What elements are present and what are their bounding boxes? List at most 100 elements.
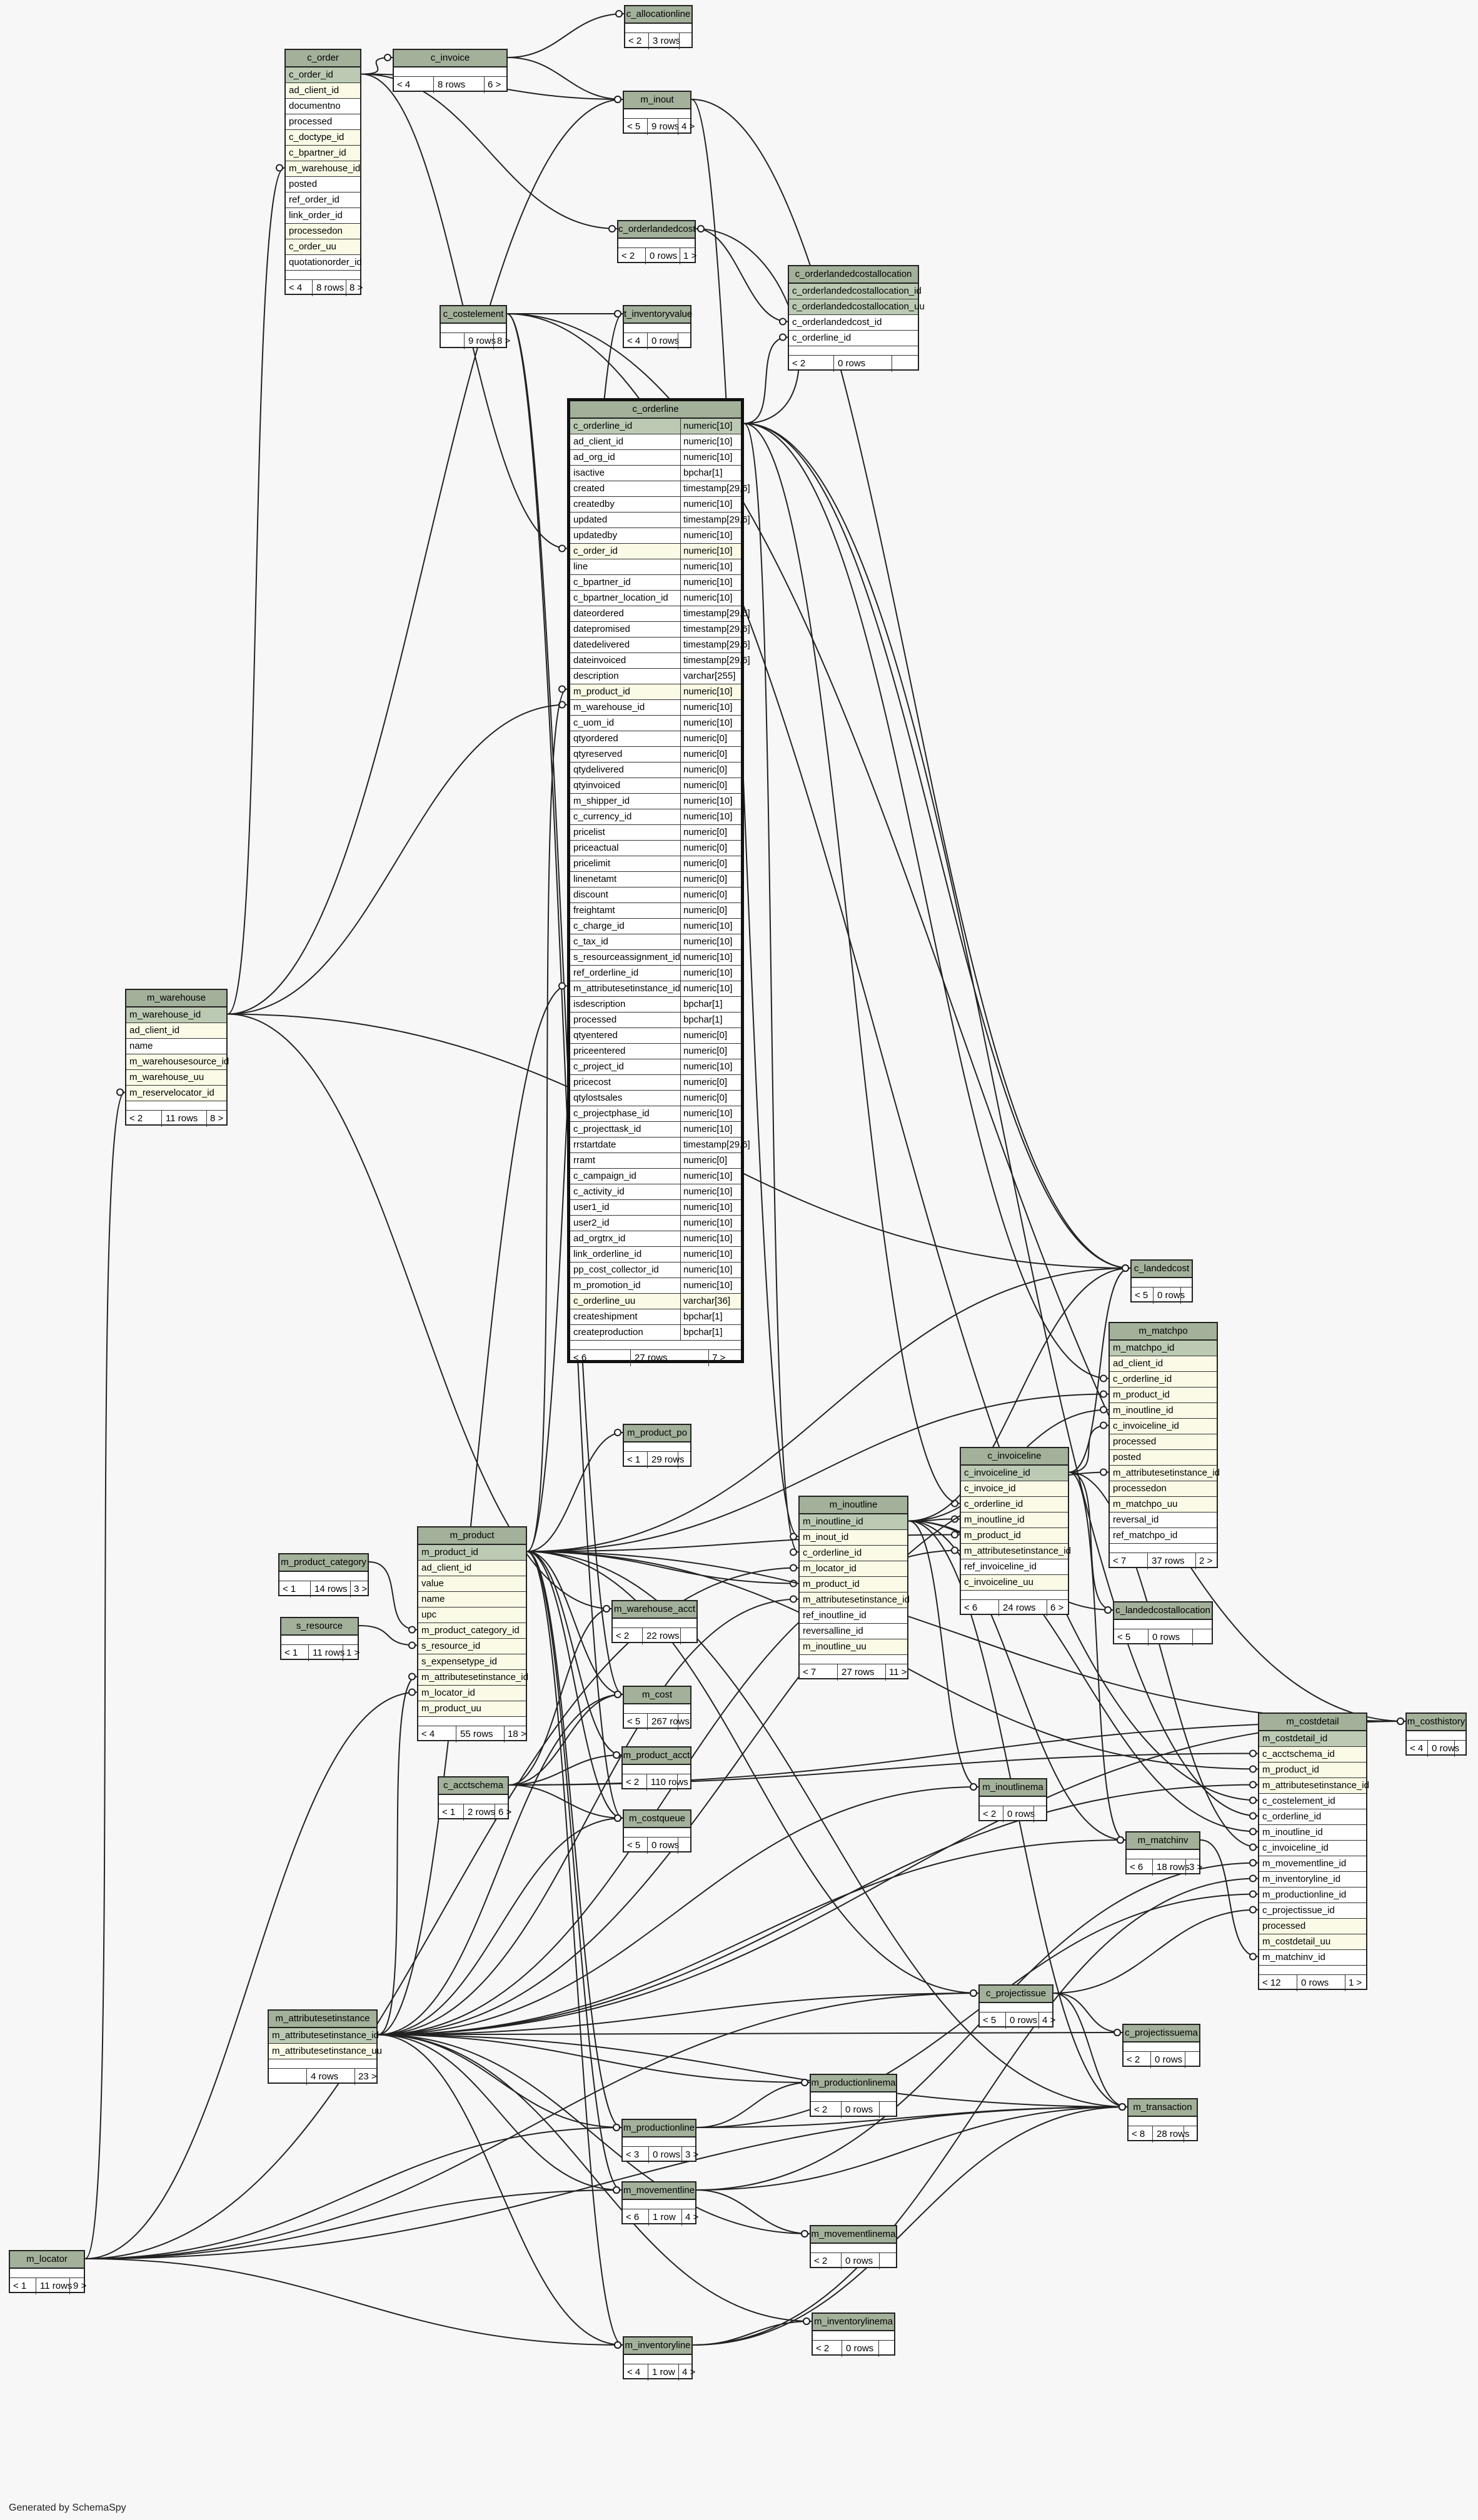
table-column[interactable]: m_attributesetinstance_id [418, 1670, 528, 1686]
table-column[interactable]: m_locator_id [418, 1686, 526, 1701]
table-header[interactable]: m_productionline [623, 2120, 695, 2138]
table-column[interactable]: c_orderline_id [789, 331, 918, 346]
table-header[interactable]: m_inventoryline [624, 2338, 691, 2355]
parents-count[interactable]: < 5 [627, 1716, 641, 1727]
table-header[interactable]: m_transaction [1129, 2099, 1197, 2117]
children-count[interactable] [1454, 1741, 1458, 1757]
parents-count[interactable]: < 2 [626, 1777, 640, 1788]
table-column[interactable]: name [418, 1592, 526, 1608]
table-column[interactable]: s_expensetype_id [418, 1654, 526, 1670]
parents-count[interactable]: < 2 [792, 358, 806, 369]
table-column[interactable]: m_inoutline_id [961, 1512, 1068, 1528]
children-count[interactable]: 2 > [1195, 1553, 1212, 1569]
table-header[interactable]: m_matchinv [1127, 1832, 1199, 1850]
parents-count[interactable]: < 6 [626, 2212, 640, 2222]
table-header[interactable]: m_inventorylinema [813, 2314, 894, 2331]
table-column[interactable]: m_product_id [800, 1577, 907, 1592]
parents-count[interactable]: < 2 [628, 36, 642, 46]
table-header[interactable]: m_movementline [623, 2182, 695, 2200]
table-column[interactable]: ref_matchpo_id [1110, 1528, 1217, 1544]
table-column[interactable]: value [418, 1576, 526, 1592]
table-column[interactable]: ref_inoutline_id [800, 1608, 907, 1624]
table-column[interactable]: ref_invoiceline_id [961, 1559, 1068, 1575]
table-column[interactable]: m_product_category_id [418, 1623, 526, 1639]
children-count[interactable] [678, 1838, 681, 1854]
parents-count[interactable]: < 4 [421, 1729, 435, 1739]
parents-count[interactable]: < 4 [397, 79, 411, 90]
children-count[interactable]: 4 > [678, 2364, 695, 2381]
parents-count[interactable]: < 1 [627, 1454, 641, 1465]
table-column[interactable]: upc [418, 1608, 526, 1623]
table-column[interactable]: m_inoutline_id [1259, 1825, 1366, 1841]
table-column[interactable]: processedon [286, 224, 360, 239]
parents-count[interactable]: < 12 [1262, 1978, 1281, 1988]
table-column[interactable]: ad_client_id [126, 1023, 226, 1039]
table-header[interactable]: m_costdetail [1259, 1714, 1366, 1731]
table-column[interactable]: m_product_id [961, 1528, 1068, 1544]
table-column[interactable]: m_inout_id [800, 1530, 907, 1546]
parents-count[interactable]: < 6 [1130, 1862, 1144, 1872]
table-header[interactable]: m_productionlinema [811, 2075, 896, 2092]
table-header[interactable]: c_order [286, 50, 360, 68]
parents-count[interactable]: < 1 [283, 1584, 296, 1594]
parents-count[interactable]: < 2 [621, 251, 635, 261]
children-count[interactable]: 23 > [354, 2069, 377, 2085]
table-column[interactable]: link_order_id [286, 208, 360, 224]
parents-count[interactable]: < 5 [627, 121, 641, 132]
children-count[interactable] [879, 2253, 883, 2269]
table-header[interactable]: c_landedcostallocation [1114, 1602, 1212, 1620]
parents-count[interactable]: < 2 [814, 2104, 828, 2115]
children-count[interactable]: 1 > [343, 1645, 359, 1661]
children-count[interactable] [1033, 1806, 1037, 1822]
table-header[interactable]: c_invoice [394, 50, 506, 68]
children-count[interactable] [680, 1628, 684, 1644]
parents-count[interactable]: < 2 [814, 2256, 828, 2266]
table-column[interactable]: c_costelement_id [1259, 1794, 1366, 1809]
table-header[interactable]: m_inoutlinema [980, 1779, 1046, 1797]
children-count[interactable]: 1 > [1345, 1975, 1362, 1991]
parents-count[interactable]: < 4 [289, 282, 303, 293]
table-column[interactable]: c_invoiceline_id [961, 1466, 1068, 1481]
children-count[interactable] [1185, 2052, 1189, 2068]
table-column[interactable]: c_orderlandedcostallocation_uu [789, 299, 925, 315]
table-column[interactable]: c_bpartner_id [286, 146, 360, 161]
table-column[interactable]: c_doctype_id [286, 130, 360, 146]
table-column[interactable]: posted [1110, 1450, 1217, 1466]
table-column[interactable]: c_orderlandedcostallocation_id [789, 284, 922, 299]
children-count[interactable]: 18 > [504, 1726, 526, 1742]
table-column[interactable]: c_orderline_id [961, 1497, 1068, 1512]
table-column[interactable]: m_inoutline_id [1110, 1403, 1217, 1419]
table-column[interactable]: m_inoutline_id [800, 1514, 907, 1530]
